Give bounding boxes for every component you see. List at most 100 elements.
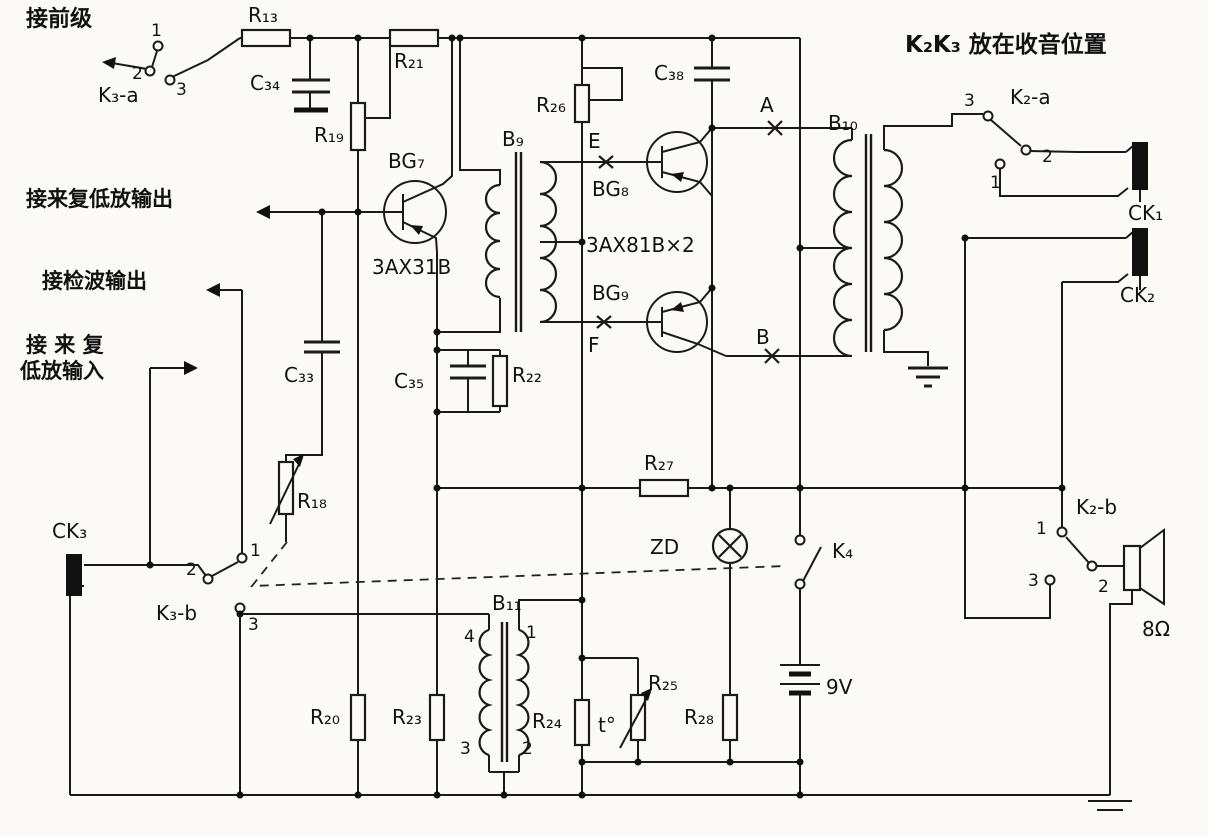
- b10-ground-icon: [908, 366, 948, 388]
- r27-label: R₂₇: [644, 451, 674, 475]
- bg7-emitter-arrow-icon: [410, 225, 423, 235]
- b11-left-coil: [478, 628, 493, 757]
- b11-core: [500, 622, 509, 762]
- r18-arrowhead-icon: [293, 454, 304, 467]
- transformer-b11: [478, 622, 530, 762]
- c38-label: C₃₈: [654, 61, 684, 85]
- transistor-bg8: [646, 127, 713, 488]
- switch-k3b: [202, 552, 248, 614]
- capacitor-c35: [450, 364, 486, 380]
- transformer-b10: [832, 134, 948, 388]
- b9-core: [514, 152, 523, 332]
- k3b-terminal-1-label: 1: [250, 541, 261, 561]
- k2a-terminal-1-label: 1: [990, 173, 1001, 193]
- io-reflex-in-label-2: 低放输入: [19, 359, 104, 383]
- r25-thermistor-arrow: [619, 691, 651, 749]
- k3a-terminal-3-label: 3: [176, 80, 187, 100]
- b10-core: [864, 134, 873, 352]
- r24-label: R₂₄: [532, 709, 562, 733]
- bg7-label: BG₇: [388, 149, 425, 173]
- jack-ck1: [1132, 142, 1148, 190]
- ganged-switch-linkage: [250, 541, 787, 587]
- io-reflex-out-label: 接来复低放输出: [26, 187, 173, 211]
- bg8-emitter: [661, 171, 713, 488]
- resistor-r23: [428, 693, 446, 742]
- io-reflex-in-label-1: 接 来 复: [26, 333, 105, 357]
- b11-right-coil: [515, 628, 530, 757]
- k3a-terminal-2-label: 2: [132, 64, 143, 84]
- r25-label: R₂₅: [648, 671, 678, 695]
- b11-terminal-4-label: 4: [464, 627, 475, 647]
- k3b-terminal-2-label: 2: [186, 560, 197, 580]
- resistor-r24: [573, 698, 591, 747]
- r25-arrowhead-icon: [641, 688, 652, 701]
- bg89-type-label: 3AX81B×2: [586, 233, 695, 257]
- reflex-in-arrowhead-icon: [184, 361, 198, 375]
- k3b-lever: [211, 561, 239, 577]
- r28-label: R₂₈: [684, 705, 714, 729]
- ck3-label: CK₃: [52, 519, 87, 543]
- r23-label: R₂₃: [392, 705, 422, 729]
- junction-dots: [146, 34, 1066, 799]
- k2a-label: K₂-a: [1010, 85, 1051, 109]
- speaker-impedance-label: 8Ω: [1142, 617, 1170, 641]
- bg7-collector: [402, 38, 453, 203]
- reflex-out-arrowhead-icon: [256, 205, 270, 219]
- note-top-right: K₂K₃ 放在收音位置: [905, 31, 1107, 58]
- detector-out-arrowhead-icon: [206, 283, 220, 297]
- bg9-label: BG₉: [592, 281, 629, 305]
- tp-f-cross-icon: [596, 315, 612, 329]
- jack-ck3: [66, 554, 82, 596]
- resistor-r20: [349, 693, 367, 742]
- thermistor-label: t°: [598, 713, 616, 737]
- c34-label: C₃₄: [250, 71, 280, 95]
- k2b-label: K₂-b: [1076, 495, 1117, 519]
- tp-a-cross-icon: [767, 120, 783, 136]
- bg8-label: BG₈: [592, 177, 629, 201]
- tp-a-label: A: [760, 93, 774, 117]
- io-preamp-label: 接前级: [26, 6, 92, 32]
- switch-k4: [794, 534, 822, 590]
- r21-label: R₂₁: [394, 49, 424, 73]
- switch-k2a: [982, 110, 1032, 170]
- c35-label: C₃₅: [394, 369, 424, 393]
- potentiometer-r18: [277, 460, 295, 516]
- io-arrows: [184, 205, 270, 375]
- tp-e-cross-icon: [598, 155, 614, 169]
- r18-label: R₁₈: [297, 489, 327, 513]
- tp-b-cross-icon: [764, 348, 780, 364]
- switch-k3a: [102, 40, 176, 86]
- resistor-r19: [349, 101, 367, 152]
- capacitor-c34: [292, 78, 330, 94]
- tp-b-label: B: [756, 325, 770, 349]
- b9-primary-coil: [484, 183, 501, 299]
- capacitor-c38: [694, 66, 730, 82]
- k2a-terminal-3-label: 3: [964, 91, 975, 111]
- k2b-terminal-3-label: 3: [1028, 571, 1039, 591]
- speaker-horn: [1139, 528, 1165, 606]
- k2b-terminal-2-label: 2: [1098, 577, 1109, 597]
- r20-label: R₂₀: [310, 705, 340, 729]
- lamp-x-icon: [718, 534, 742, 558]
- resistor-r21: [388, 28, 440, 48]
- battery-9v: [780, 664, 820, 696]
- b11-label: B₁₁: [492, 591, 522, 615]
- k4-lever: [802, 546, 822, 582]
- tp-f-label: F: [588, 333, 600, 357]
- transistor-bg9: [646, 287, 727, 357]
- resistors: [240, 28, 739, 749]
- switch-k2b: [1044, 526, 1098, 586]
- k3a-lever: [151, 50, 158, 68]
- r26-label: R₂₆: [536, 93, 566, 117]
- tp-e-label: E: [588, 129, 601, 153]
- b11-terminal-3-label: 3: [460, 739, 471, 759]
- k2b-lever: [1065, 536, 1090, 564]
- k3b-label: K₃-b: [156, 601, 197, 625]
- jack-ck2: [1132, 228, 1148, 276]
- k2a-terminal-2-label: 2: [1042, 147, 1053, 167]
- b9-secondary-coil: [539, 160, 558, 324]
- battery-voltage-label: 9V: [826, 675, 853, 699]
- bg8-emitter-arrow-icon: [671, 172, 684, 182]
